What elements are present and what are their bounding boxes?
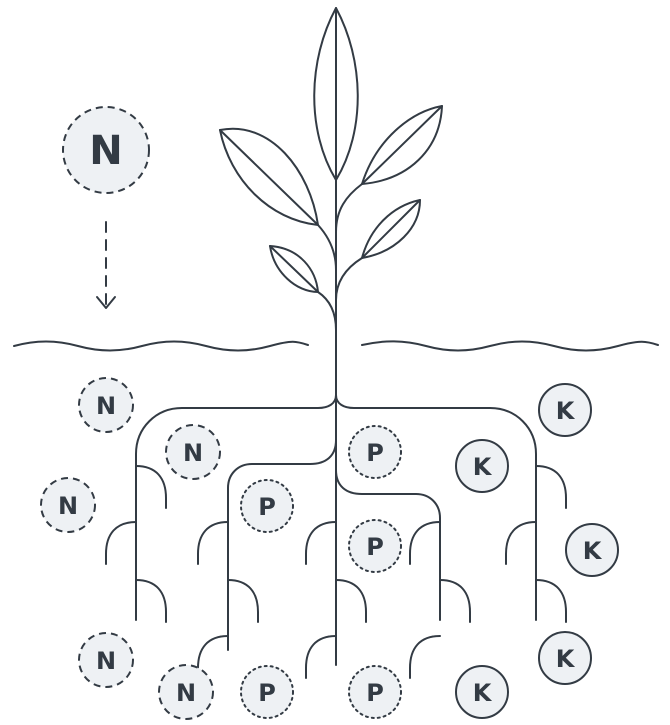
root-inner-left	[228, 440, 336, 650]
branch-right-lower	[336, 258, 362, 300]
rootlet	[410, 636, 440, 678]
branch-left-upper	[318, 225, 336, 270]
rootlet	[106, 522, 136, 564]
rootlet	[306, 636, 336, 678]
potassium-label: K	[473, 453, 493, 481]
rootlet	[536, 466, 566, 508]
rootlet	[336, 580, 366, 622]
phosphorus-label: P	[366, 439, 384, 467]
phosphorus-label: P	[258, 493, 276, 521]
falling-nitrogen: N	[63, 107, 149, 308]
nitrogen-label: N	[183, 439, 203, 467]
ground-line-left	[14, 342, 308, 351]
rootlet	[228, 580, 258, 622]
nitrogen-label: N	[96, 392, 116, 420]
rootlet	[198, 522, 228, 564]
nitrogen-particles: N N N N N	[41, 378, 220, 719]
phosphorus-label: P	[258, 679, 276, 707]
phosphorus-particles: P P P P P	[241, 426, 401, 718]
potassium-label: K	[583, 537, 603, 565]
rootlet	[136, 580, 166, 622]
branch-left-lower	[318, 292, 336, 330]
phosphorus-label: P	[366, 679, 384, 707]
rootlet	[506, 522, 536, 564]
phosphorus-label: P	[366, 533, 384, 561]
potassium-label: K	[473, 679, 493, 707]
nitrogen-label: N	[176, 679, 196, 707]
potassium-label: K	[556, 645, 576, 673]
rootlet	[440, 580, 470, 622]
branch-right-upper	[336, 184, 362, 232]
plant	[220, 8, 442, 395]
potassium-label: K	[556, 397, 576, 425]
rootlet	[410, 522, 440, 564]
nitrogen-label: N	[96, 647, 116, 675]
ground-line-right	[362, 341, 658, 350]
rootlet	[536, 580, 566, 622]
rootlet	[306, 522, 336, 564]
nitrogen-large-label: N	[89, 128, 122, 174]
nitrogen-label: N	[58, 492, 78, 520]
rootlet	[136, 466, 166, 508]
